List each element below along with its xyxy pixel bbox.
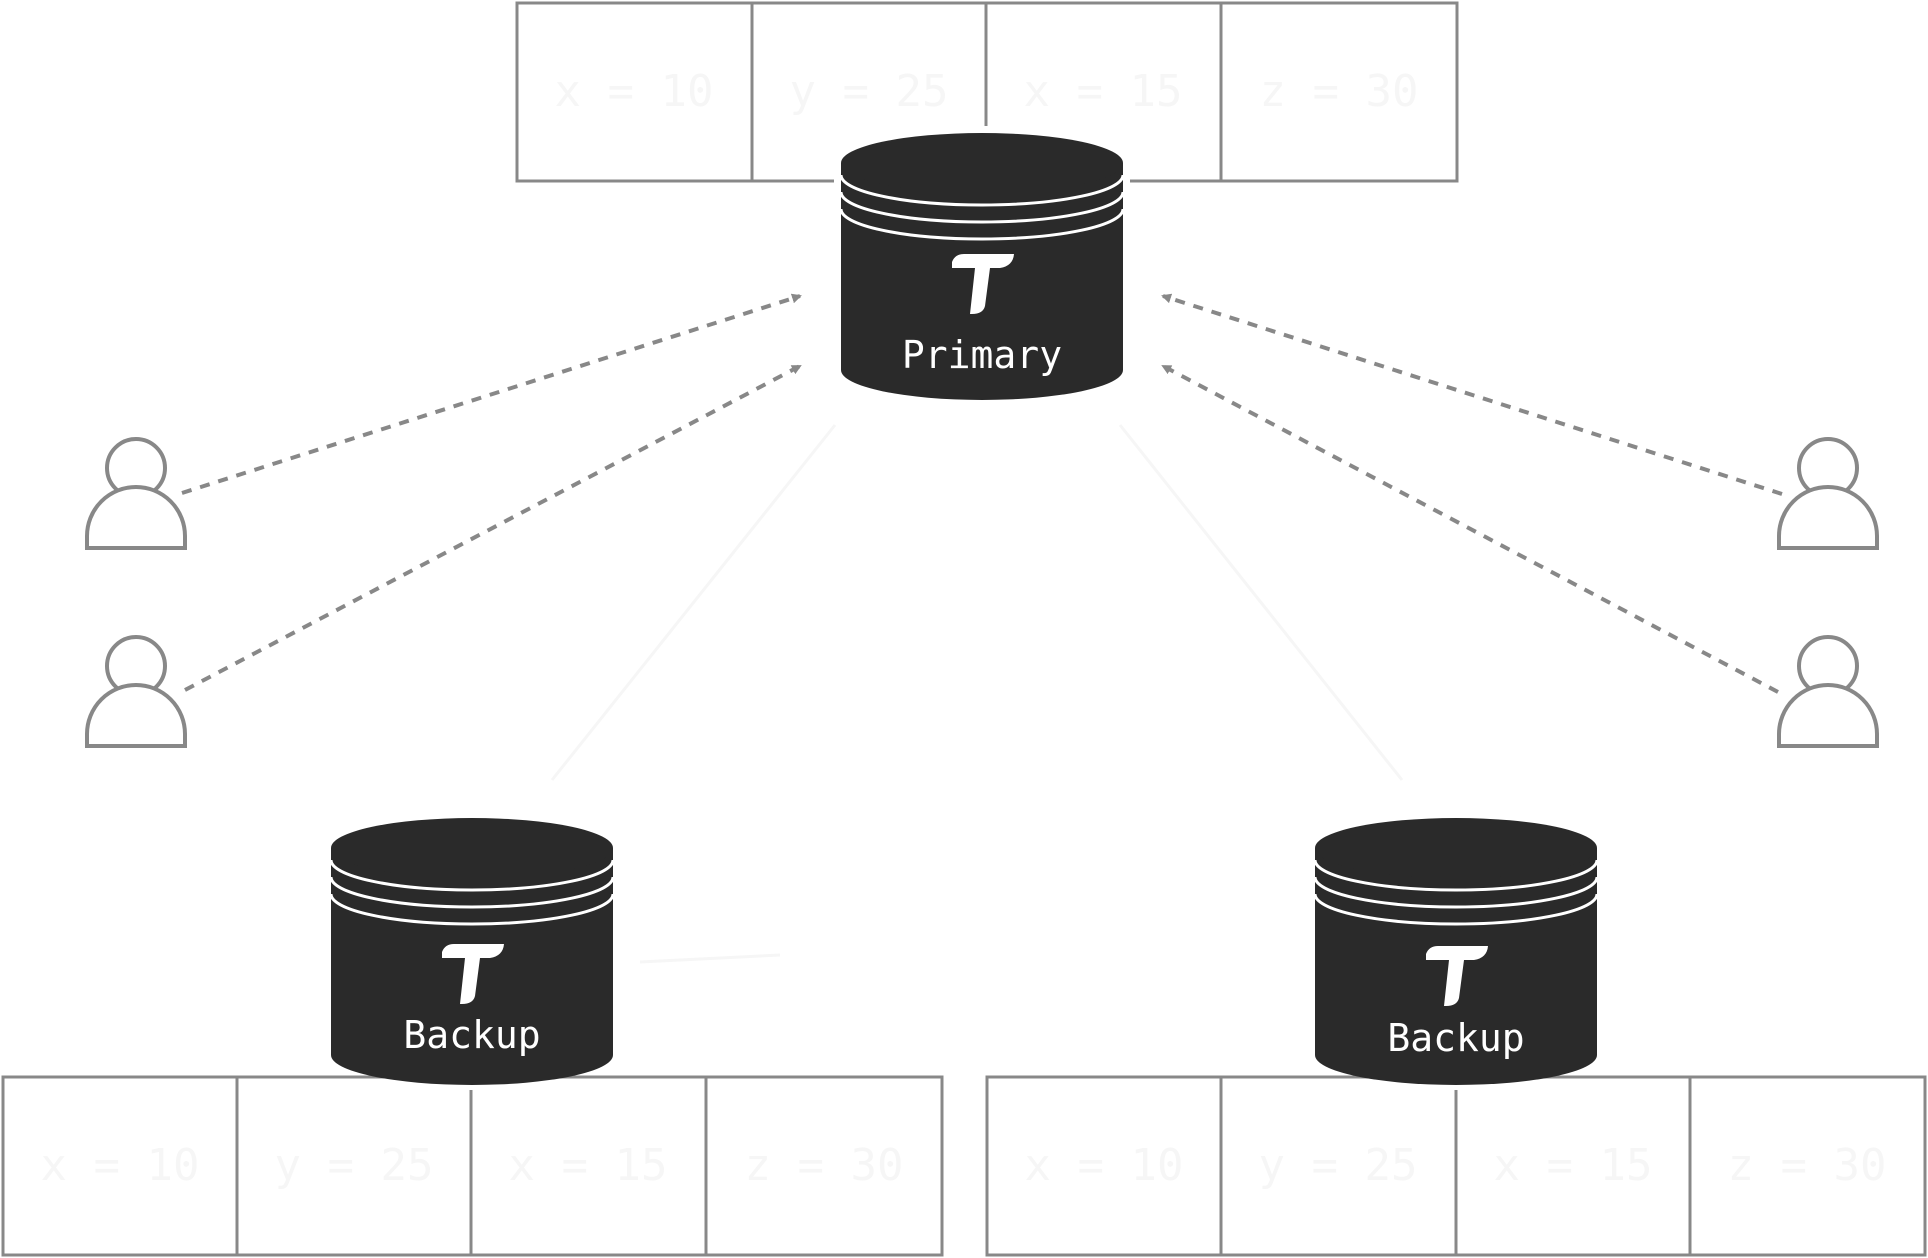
log-cell: x = 10 [41,1140,200,1191]
replication-arrow-right [1118,424,1404,781]
log-cell: y = 25 [275,1140,434,1191]
request-arrow [1161,293,1783,496]
request-arrow [1161,364,1779,694]
user-icon [85,437,187,550]
backup-right-log: x = 10 y = 25 x = 15 z = 30 [985,1075,1927,1257]
primary-log: x = 10 y = 25 x = 15 z = 30 [515,1,1459,183]
client-request-arrows [181,293,1783,694]
user-icon [1777,635,1879,748]
backup-database-right: Backup [1308,818,1604,1085]
replication-arrows [550,424,1404,964]
user-icon [1777,437,1879,550]
primary-database: Primary [834,133,1130,400]
database-label: Backup [1387,1016,1524,1060]
user-icon [85,635,187,748]
database-label: Primary [902,333,1062,377]
log-cell: z = 30 [1728,1140,1887,1191]
log-cell: x = 15 [1494,1140,1653,1191]
log-cell: x = 15 [509,1140,668,1191]
database-label: Backup [403,1013,540,1057]
log-cell: y = 25 [790,66,949,117]
log-cell: y = 25 [1259,1140,1418,1191]
request-arrow [181,293,802,495]
log-cell: x = 10 [555,66,714,117]
backup-database-left: Backup [324,818,620,1085]
request-arrow [184,364,802,692]
log-cell: x = 15 [1024,66,1183,117]
replication-arrow-left [550,424,837,781]
backup-left-log: x = 10 y = 25 x = 15 z = 30 [1,1075,944,1257]
log-cell: z = 30 [745,1140,904,1191]
log-cell: z = 30 [1260,66,1419,117]
log-cell: x = 10 [1025,1140,1184,1191]
